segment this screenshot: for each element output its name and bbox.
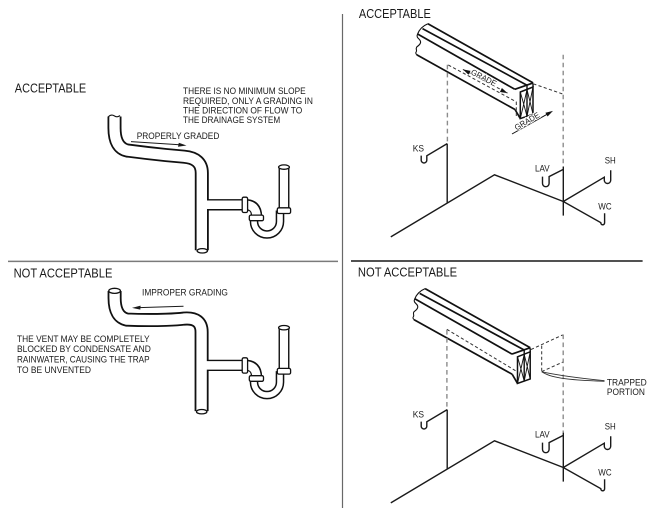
svg-text:KS: KS (413, 409, 424, 419)
svg-text:ACCEPTABLE: ACCEPTABLE (359, 7, 431, 21)
svg-text:THE VENT MAY BE COMPLETELY: THE VENT MAY BE COMPLETELY (17, 334, 150, 344)
svg-text:LAV: LAV (535, 429, 550, 439)
svg-text:WC: WC (598, 468, 612, 478)
svg-text:THE DRAINAGE SYSTEM: THE DRAINAGE SYSTEM (183, 115, 280, 125)
svg-text:RAINWATER, CAUSING THE TRAP: RAINWATER, CAUSING THE TRAP (17, 355, 150, 365)
svg-text:PROPERLY GRADED: PROPERLY GRADED (137, 131, 220, 141)
svg-text:NOT ACCEPTABLE: NOT ACCEPTABLE (358, 265, 457, 279)
svg-text:PORTION: PORTION (607, 387, 645, 397)
svg-text:KS: KS (413, 143, 424, 153)
svg-text:THERE IS NO MINIMUM SLOPE: THERE IS NO MINIMUM SLOPE (183, 86, 306, 96)
svg-text:WC: WC (598, 202, 612, 212)
svg-text:REQUIRED, ONLY A GRADING IN: REQUIRED, ONLY A GRADING IN (183, 96, 313, 106)
svg-text:THE DIRECTION OF FLOW TO: THE DIRECTION OF FLOW TO (183, 105, 302, 115)
svg-text:TO BE UNVENTED: TO BE UNVENTED (17, 365, 91, 375)
svg-text:NOT ACCEPTABLE: NOT ACCEPTABLE (14, 266, 113, 280)
svg-text:SH: SH (605, 422, 616, 432)
svg-text:LAV: LAV (535, 163, 550, 173)
svg-text:IMPROPER GRADING: IMPROPER GRADING (142, 288, 228, 298)
svg-text:SH: SH (605, 156, 616, 166)
svg-text:BLOCKED BY CONDENSATE AND: BLOCKED BY CONDENSATE AND (17, 344, 151, 354)
svg-text:TRAPPED: TRAPPED (607, 377, 647, 387)
svg-text:ACCEPTABLE: ACCEPTABLE (15, 81, 86, 95)
